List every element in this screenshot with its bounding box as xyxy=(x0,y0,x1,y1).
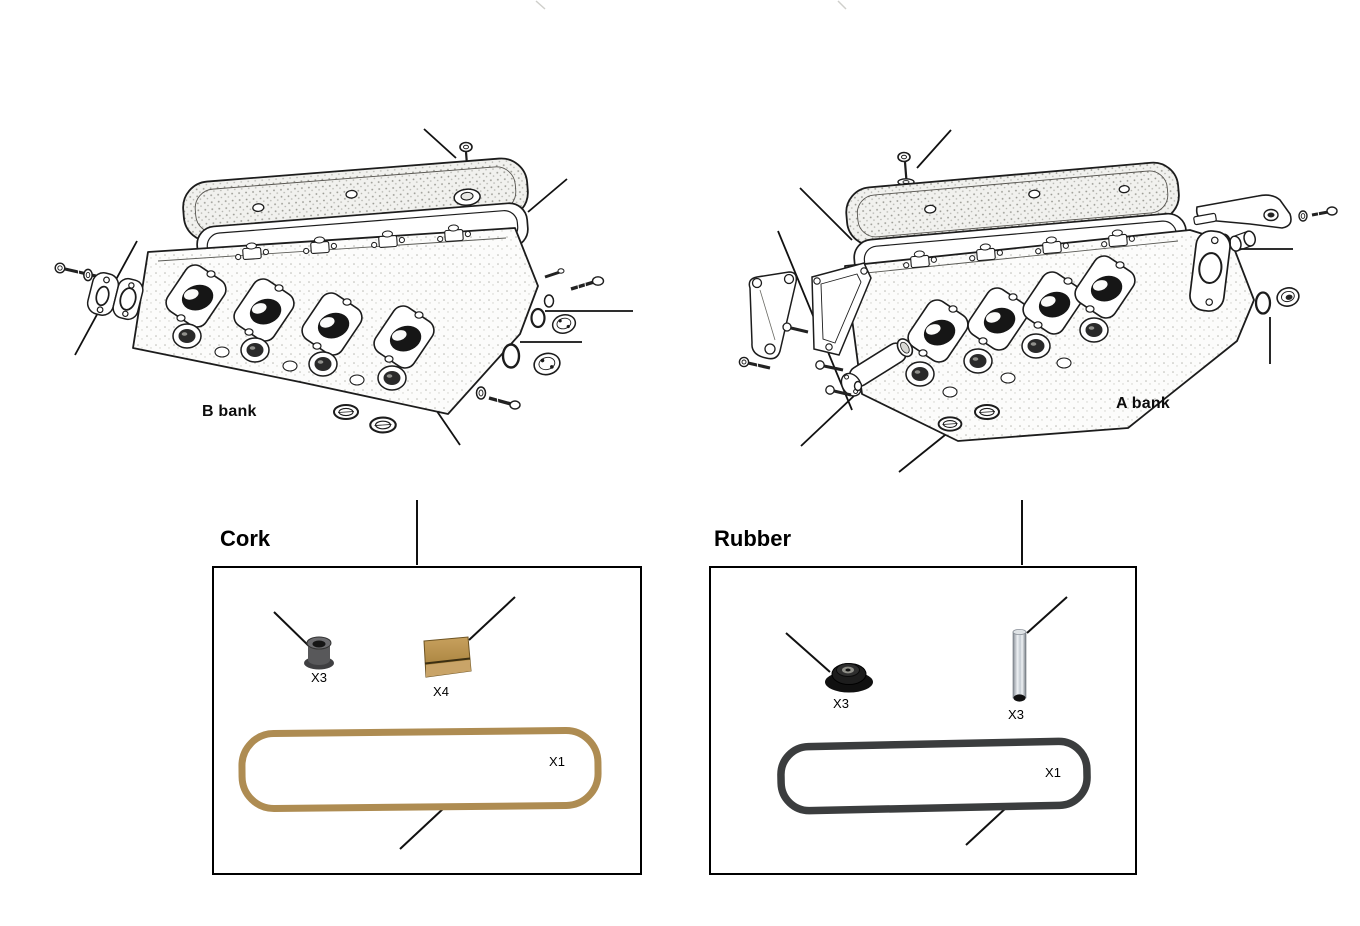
rubber-sleeve-qty: X3 xyxy=(1008,707,1024,722)
a-water-outlet-pipe xyxy=(840,338,914,397)
b-cylinder-head xyxy=(132,223,565,415)
cork-parts-art xyxy=(238,596,602,850)
rubber-grommet xyxy=(825,663,873,693)
cork-block xyxy=(423,636,472,678)
rubber-leader-lines xyxy=(785,596,1068,846)
rubber-grommet-qty: X3 xyxy=(833,696,849,711)
rubber-panel-title: Rubber xyxy=(714,526,791,551)
b-left-fasteners-and-gaskets xyxy=(54,262,144,321)
cork-leader-lines xyxy=(273,596,516,850)
rubber-parts-panel: X3 X3 X1 xyxy=(709,566,1137,875)
cork-panel-title: Cork xyxy=(220,526,271,551)
a-cylinder-head xyxy=(844,228,1255,442)
panel-connector-lines xyxy=(416,500,1023,565)
cork-gasket-qty: X1 xyxy=(549,754,565,769)
cork-valve-seal xyxy=(304,636,334,670)
b-bank-label: B bank xyxy=(202,403,257,420)
a-mounting-brackets xyxy=(748,262,872,360)
cork-valve-seal-qty: X3 xyxy=(311,670,327,685)
a-left-bolts xyxy=(738,322,863,397)
a-bank-diagram xyxy=(738,129,1338,473)
a-right-bracket-and-seals xyxy=(1189,194,1338,315)
rubber-sleeve-tube xyxy=(1012,629,1027,702)
b-bank-diagram xyxy=(54,128,633,446)
b-bottom-seal-rings xyxy=(333,404,397,434)
page-edge-marks xyxy=(535,0,847,10)
cork-rocker-cover-gasket xyxy=(238,726,602,813)
a-bank-label: A bank xyxy=(1116,395,1170,412)
rubber-gasket-qty: X1 xyxy=(1045,765,1061,780)
b-right-plugs-and-seals xyxy=(475,276,605,410)
cork-block-qty: X4 xyxy=(433,684,449,699)
cork-parts-panel: X3 X4 X1 xyxy=(212,566,642,875)
rubber-parts-art xyxy=(777,596,1091,846)
rubber-rocker-cover-gasket xyxy=(777,737,1091,815)
